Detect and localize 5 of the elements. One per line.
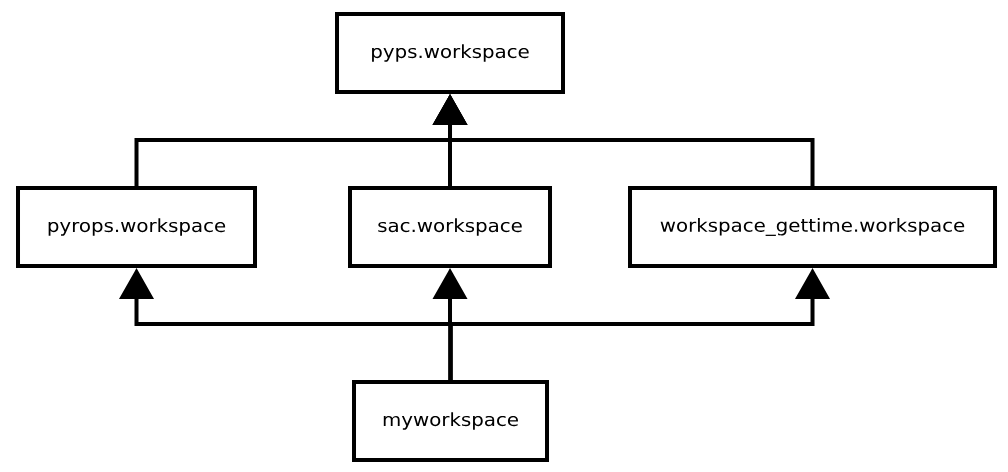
class-box: pyrops.workspace xyxy=(16,186,257,268)
class-box: pyps.workspace xyxy=(335,12,565,94)
class-box: workspace_gettime.workspace xyxy=(628,186,997,268)
class-box: myworkspace xyxy=(352,380,549,462)
class-box: sac.workspace xyxy=(348,186,552,268)
